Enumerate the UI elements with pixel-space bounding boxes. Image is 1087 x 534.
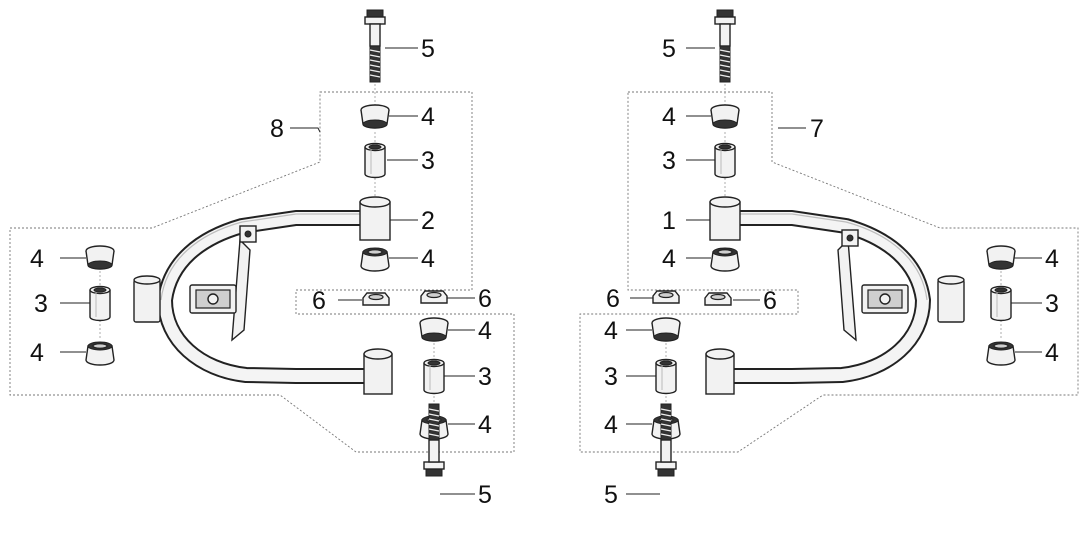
callout-right-side-sleeve: 3: [1045, 290, 1059, 318]
right-side-cap-bot: [986, 341, 1016, 366]
callout-labels: 5 4 8 3 2 4 4 3 4 6 6 4 3 4 5 5 4 7 3 1 …: [30, 35, 1059, 509]
callout-left-top-bush-cap: 4: [421, 103, 435, 131]
right-top-bush-low: [710, 247, 740, 272]
left-side-cap-top: [85, 245, 115, 270]
right-bot-bolt: [655, 403, 677, 477]
callout-right-side-cap-bot: 4: [1045, 339, 1059, 367]
callout-right-top-bolt: 5: [662, 35, 676, 63]
callout-right-top-sleeve: 3: [662, 147, 676, 175]
left-top-bush-cap: [360, 104, 390, 129]
left-pivot-sleeve: [359, 196, 391, 241]
callout-left-nut-a: 6: [312, 287, 326, 315]
callout-right-nut-a: 6: [606, 285, 620, 313]
callout-left-side-cap-bot: 4: [30, 339, 44, 367]
right-top-sleeve: [714, 142, 736, 179]
callout-right-top-bush-cap: 4: [662, 103, 676, 131]
right-top-bush-cap: [710, 104, 740, 129]
left-arm-assembly: [9, 9, 515, 495]
right-control-arm: [705, 196, 965, 395]
callout-right-assembly: 7: [810, 115, 824, 143]
callout-left-assembly: 8: [270, 115, 284, 143]
left-bot-cap-top: [419, 317, 449, 342]
callout-right-side-cap-top: 4: [1045, 245, 1059, 273]
callout-left-nut-b: 6: [478, 285, 492, 313]
callout-left-bot-sleeve: 3: [478, 363, 492, 391]
callout-right-bot-sleeve: 3: [604, 363, 618, 391]
right-bot-cap-top: [651, 317, 681, 342]
callout-left-top-bush-low: 4: [421, 245, 435, 273]
right-pivot-sleeve: [709, 196, 741, 241]
right-side-sleeve: [990, 285, 1012, 322]
left-top-bolt: [364, 9, 386, 83]
callout-left-side-cap-top: 4: [30, 245, 44, 273]
left-top-bush-low: [360, 247, 390, 272]
left-nut-b: [420, 290, 448, 304]
right-nut-b: [704, 292, 732, 306]
right-bot-sleeve: [655, 358, 677, 395]
left-control-arm: [133, 196, 393, 395]
callout-left-side-sleeve: 3: [34, 290, 48, 318]
callout-left-bot-bolt: 5: [478, 481, 492, 509]
right-top-bolt: [714, 9, 736, 83]
callout-right-top-bush-low: 4: [662, 245, 676, 273]
left-bot-bolt: [423, 403, 445, 477]
left-top-sleeve: [364, 142, 386, 179]
callout-right-nut-b: 6: [763, 287, 777, 315]
left-side-sleeve: [89, 285, 111, 322]
callout-left-bot-cap-bot: 4: [478, 411, 492, 439]
callout-right-bot-bolt: 5: [604, 481, 618, 509]
right-side-cap-top: [986, 245, 1016, 270]
callout-right-arm-pivot: 1: [662, 207, 676, 235]
callout-left-arm-pivot: 2: [421, 207, 435, 235]
left-nut-a: [362, 292, 390, 306]
callout-left-bot-cap-top: 4: [478, 317, 492, 345]
callout-left-top-bolt: 5: [421, 35, 435, 63]
right-nut-a: [652, 290, 680, 304]
callout-left-top-sleeve: 3: [421, 147, 435, 175]
callout-right-bot-cap-top: 4: [604, 317, 618, 345]
callout-right-bot-cap-bot: 4: [604, 411, 618, 439]
left-side-cap-bot: [85, 341, 115, 366]
left-bot-sleeve: [423, 358, 445, 395]
right-arm-assembly: [579, 9, 1079, 495]
